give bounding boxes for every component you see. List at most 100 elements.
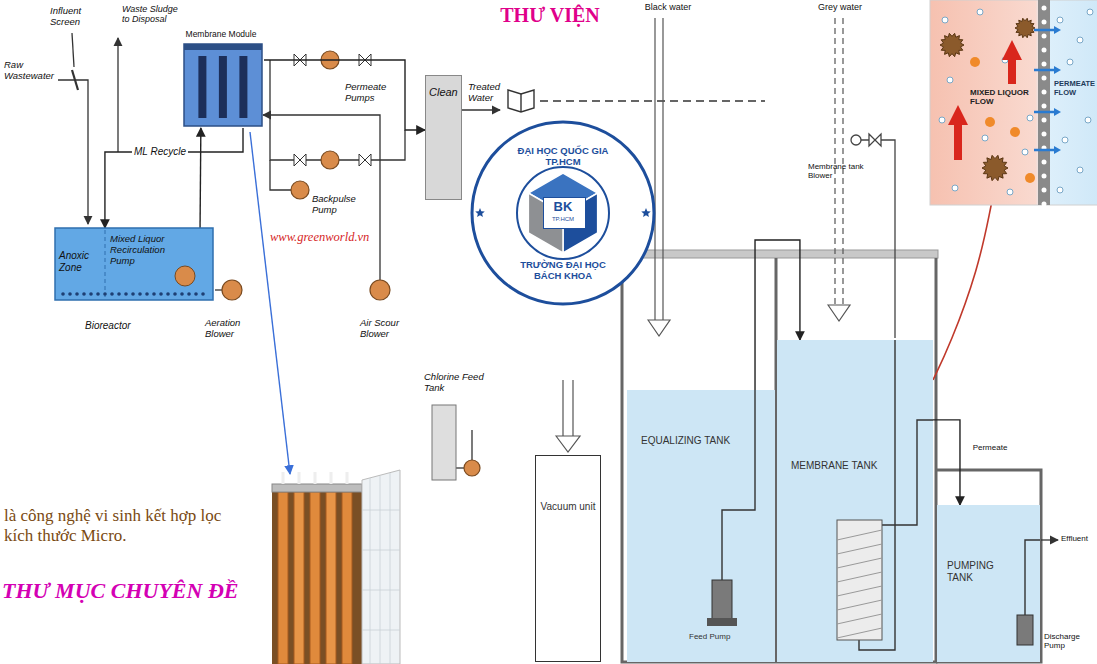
membrane-closeup <box>982 135 988 141</box>
membrane-closeup-outline <box>930 0 1097 205</box>
edge-label: ML Recycle <box>132 146 188 158</box>
membrane-closeup <box>1042 160 1047 165</box>
membrane-module <box>184 44 262 126</box>
membrane-cassette <box>837 530 882 540</box>
membrane-closeup <box>948 105 968 160</box>
part-label: Permeate Pumps <box>345 82 393 104</box>
blower-symbol <box>869 134 881 146</box>
part-label: Grey water <box>808 2 872 12</box>
tank-structure <box>936 470 1041 662</box>
bioreactor-tank <box>55 228 213 300</box>
part-label: Waste Sludge to Disposal <box>122 4 184 25</box>
inlet-pipe <box>655 18 663 320</box>
bioreactor-tank <box>55 228 213 300</box>
membrane-photo <box>294 492 304 664</box>
pump-symbol <box>291 181 309 199</box>
bioreactor-tank <box>110 292 114 296</box>
membrane-closeup <box>939 117 945 123</box>
pumping-tank-outline <box>937 505 1040 662</box>
membrane-closeup <box>1042 188 1047 193</box>
membrane-tank: MEMBRANE TANK <box>777 340 933 662</box>
permeate-piping <box>456 467 464 468</box>
pipe-connector <box>933 420 960 505</box>
bioreactor-tank <box>138 292 142 296</box>
bioreactor-tank <box>201 292 205 296</box>
part-label: Discharge Pump <box>1044 632 1092 650</box>
membrane-photo <box>362 473 400 664</box>
membrane-closeup <box>1034 69 1054 72</box>
bioreactor-tank <box>89 292 93 296</box>
clean-water-tank: Clean <box>425 75 462 200</box>
equalizing-tank-outline <box>627 390 775 662</box>
tank-structure <box>620 250 938 258</box>
part-label: Raw Wastewater <box>4 60 56 82</box>
membrane-closeup <box>1042 48 1047 53</box>
membrane-closeup <box>1042 76 1047 81</box>
membrane-closeup <box>1054 146 1061 154</box>
membrane-closeup <box>1087 9 1093 15</box>
membrane-closeup <box>1042 62 1047 67</box>
node-text: Feed Pump <box>689 632 730 641</box>
bioreactor-tank <box>117 292 121 296</box>
permeate-piping <box>270 60 405 160</box>
tank-structure <box>620 250 1041 662</box>
discharge-pump <box>1017 615 1033 645</box>
vacuum-unit-outline <box>536 456 602 663</box>
membrane-closeup <box>930 0 1097 207</box>
membrane-cassette <box>837 340 933 650</box>
book-icon <box>508 90 534 112</box>
membrane-photo <box>272 484 362 664</box>
part-label: Backpulse Pump <box>312 194 364 216</box>
pipe-connector <box>264 60 425 130</box>
membrane-closeup <box>1077 167 1083 173</box>
blower-symbol <box>851 135 861 145</box>
part-label: Aeration Blower <box>205 318 251 340</box>
membrane-cassette <box>882 420 933 525</box>
book-icon <box>508 90 534 112</box>
node-text: MIXED LIQUOR FLOW <box>970 88 1032 106</box>
membrane-closeup <box>930 0 1097 205</box>
node-text: PUMPING TANK <box>947 560 1009 583</box>
bioreactor-tank <box>166 292 170 296</box>
membrane-closeup <box>1010 127 1020 137</box>
page-title: THƯ VIỆN <box>480 4 620 27</box>
membrane-closeup <box>1034 111 1054 114</box>
bioreactor-tank <box>180 292 184 296</box>
university-logo: ĐẠI HỌC QUỐC GIA TP.HCMTRƯỜNG ĐẠI HỌC BÁ… <box>470 120 656 306</box>
membrane-photo <box>342 492 352 664</box>
bioreactor-tank: Anoxic ZoneMixed Liquor Recirculation Pu… <box>55 228 213 340</box>
membrane-cassette <box>837 572 882 582</box>
membrane-module-outline <box>182 30 264 128</box>
feed-pump <box>707 618 737 626</box>
dashed-divider <box>540 100 765 101</box>
membrane-closeup <box>1042 202 1047 207</box>
bioreactor-tank <box>131 292 135 296</box>
node-text: Anoxic Zone <box>59 250 103 273</box>
bioreactor-tank <box>173 292 177 296</box>
membrane-closeup <box>982 155 1008 180</box>
influent-line <box>58 33 118 224</box>
bioreactor-tank <box>82 292 86 296</box>
membrane-closeup <box>1042 104 1047 109</box>
membrane-closeup <box>1085 117 1091 123</box>
membrane-closeup <box>1042 34 1047 39</box>
membrane-cassette <box>837 628 882 638</box>
membrane-closeup <box>1042 118 1047 123</box>
membrane-closeup <box>970 57 980 67</box>
pump-symbol <box>222 280 242 300</box>
membrane-closeup <box>1067 59 1073 65</box>
membrane-closeup <box>1025 173 1035 183</box>
bioreactor-tank <box>159 292 163 296</box>
membrane-closeup <box>1054 108 1061 116</box>
influent-line <box>117 38 118 152</box>
membrane-closeup <box>1042 132 1047 137</box>
equalizing-tank: EQUALIZING TANKFeed Pump <box>627 390 775 662</box>
membrane-closeup <box>940 33 964 56</box>
part-label: Air Scour Blower <box>360 318 406 340</box>
bioreactor-tank <box>145 292 149 296</box>
membrane-closeup <box>1057 187 1063 193</box>
leader-line <box>250 132 290 474</box>
bioreactor-tank <box>187 292 191 296</box>
university-logo <box>517 167 609 259</box>
